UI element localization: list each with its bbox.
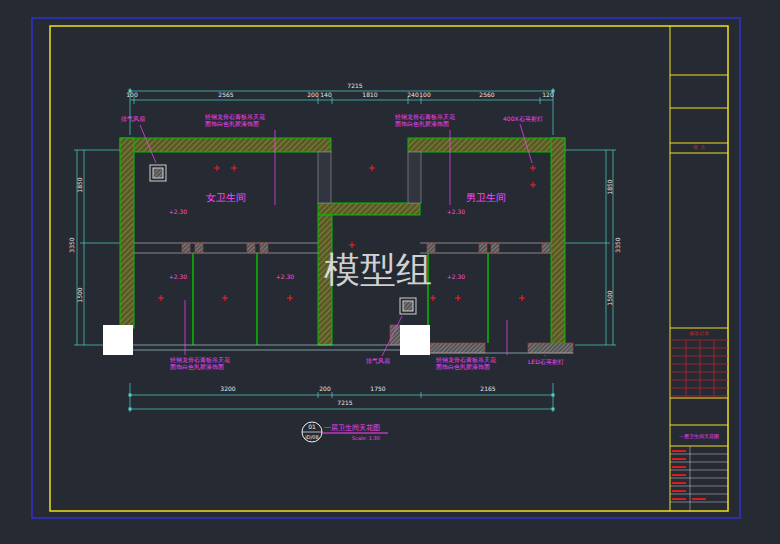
drawing-title: 一层卫生间天花图 xyxy=(324,424,380,432)
dimension-text: 1750 xyxy=(370,386,385,393)
dimension-text: 200 xyxy=(307,92,318,99)
dimension-text: 3200 xyxy=(220,386,235,393)
annotation: 轻钢龙骨石膏板吊天花 面饰白色乳胶漆饰面 xyxy=(170,357,232,371)
dimension-text: 100 xyxy=(126,92,137,99)
annotation: 排气风扇 xyxy=(121,116,145,123)
dimension-text: 7215 xyxy=(347,83,362,90)
dimension-text: 1810 xyxy=(362,92,377,99)
annotation: +2.30 xyxy=(169,274,187,281)
dimension-text: 100 xyxy=(419,92,430,99)
dimension-text: 3350 xyxy=(615,237,622,252)
annotation: 轻钢龙骨石膏板吊天花 面饰白色乳胶漆饰面 xyxy=(205,114,267,128)
dimension-text: 200 xyxy=(319,386,330,393)
dimension-text: 1850 xyxy=(607,179,614,194)
dimension-text: 140 xyxy=(320,92,331,99)
annotation: +2.30 xyxy=(169,209,187,216)
annotation: 图 名 xyxy=(693,145,705,151)
annotation: 01 xyxy=(308,424,316,431)
dimension-text: 2560 xyxy=(479,92,494,99)
dimension-text: 1500 xyxy=(607,290,614,305)
annotation: +2.30 xyxy=(447,274,465,281)
dimension-text: 120 xyxy=(542,92,553,99)
annotation: +2.30 xyxy=(447,209,465,216)
dimension-text: 1500 xyxy=(77,287,84,302)
room-name: 女卫生间 xyxy=(206,191,246,205)
annotation: +2.30 xyxy=(276,274,294,281)
dimension-text: 240 xyxy=(407,92,418,99)
dimension-text: 2165 xyxy=(480,386,495,393)
annotation: 轻钢龙骨石膏板吊天花 面饰白色乳胶漆饰面 xyxy=(395,114,457,128)
annotation: ID/08 xyxy=(305,435,318,441)
room-region: 男卫生间 xyxy=(421,152,551,243)
annotation: 400X石英射灯 xyxy=(503,116,543,123)
watermark: 模型组 xyxy=(324,249,432,290)
dimension-text: 1850 xyxy=(77,177,84,192)
dimension-text: 7215 xyxy=(337,400,352,407)
room-name: 男卫生间 xyxy=(466,191,506,205)
room-region: 女卫生间 xyxy=(134,152,318,243)
scale-caption: Scale: 1:30 xyxy=(352,436,380,442)
annotation: 排气风扇 xyxy=(366,358,390,365)
annotation: LED石英射灯 xyxy=(528,359,564,366)
annotation: 一层卫生间天花图 xyxy=(679,434,719,440)
dimension-text: 3350 xyxy=(69,237,76,252)
annotation: 轻钢龙骨石膏板吊天花 面饰白色乳胶漆饰面 xyxy=(436,357,498,371)
annotation: 修改记录 xyxy=(689,331,709,337)
dimension-text: 2565 xyxy=(218,92,233,99)
